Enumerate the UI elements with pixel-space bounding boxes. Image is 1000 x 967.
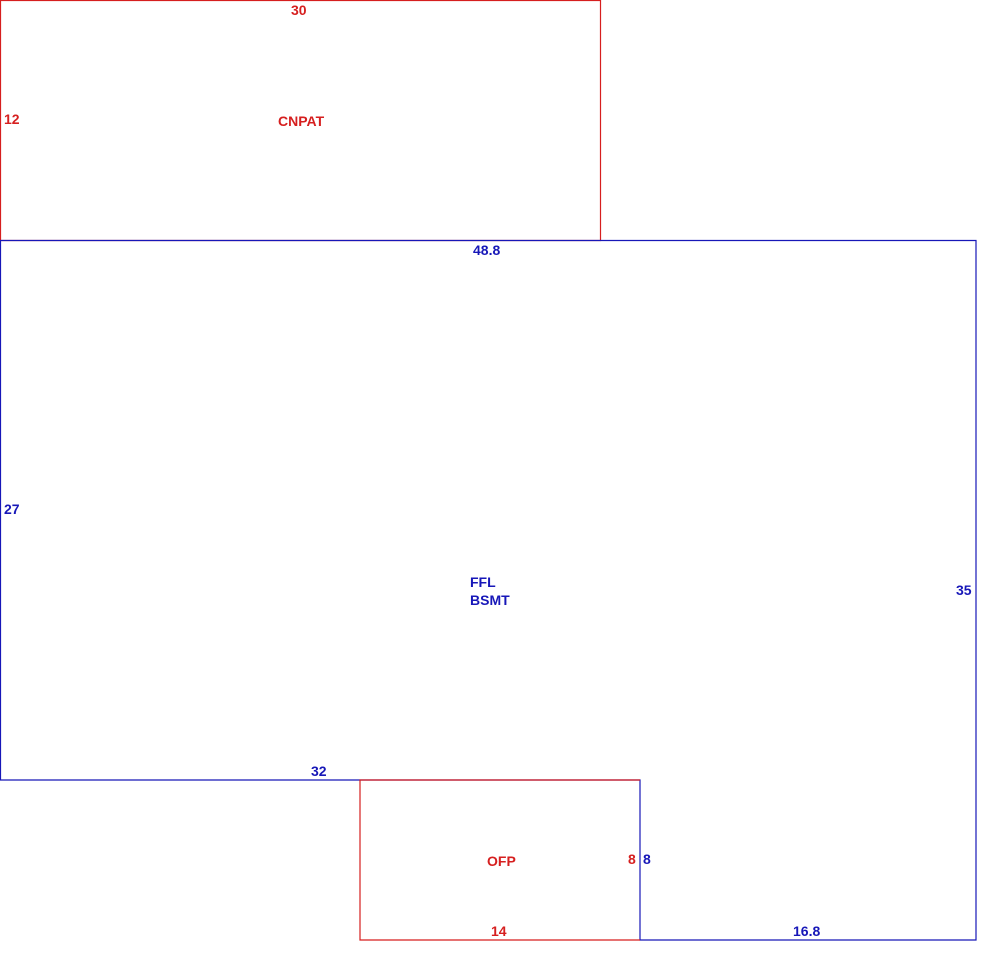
main-area-outline	[0, 239, 977, 941]
cnpat-label: CNPAT	[278, 113, 325, 129]
ofp-label: OFP	[487, 853, 516, 869]
ofp-outline	[359, 779, 640, 941]
main-label-ffl: FFL	[470, 574, 496, 590]
main-dim-right: 35	[956, 582, 972, 598]
ofp-dim-bottom: 14	[491, 923, 507, 939]
main-dim-notch: 8	[643, 851, 651, 867]
main-dim-left: 27	[4, 501, 20, 517]
main-dim-bottom-right: 16.8	[793, 923, 820, 939]
cnpat-dim-top: 30	[291, 2, 307, 18]
main-label-bsmt: BSMT	[470, 592, 510, 608]
cnpat-dim-left: 12	[4, 111, 20, 127]
ofp-dim-right: 8	[628, 851, 636, 867]
main-dim-bottom-left: 32	[311, 763, 327, 779]
main-dim-top: 48.8	[473, 242, 500, 258]
